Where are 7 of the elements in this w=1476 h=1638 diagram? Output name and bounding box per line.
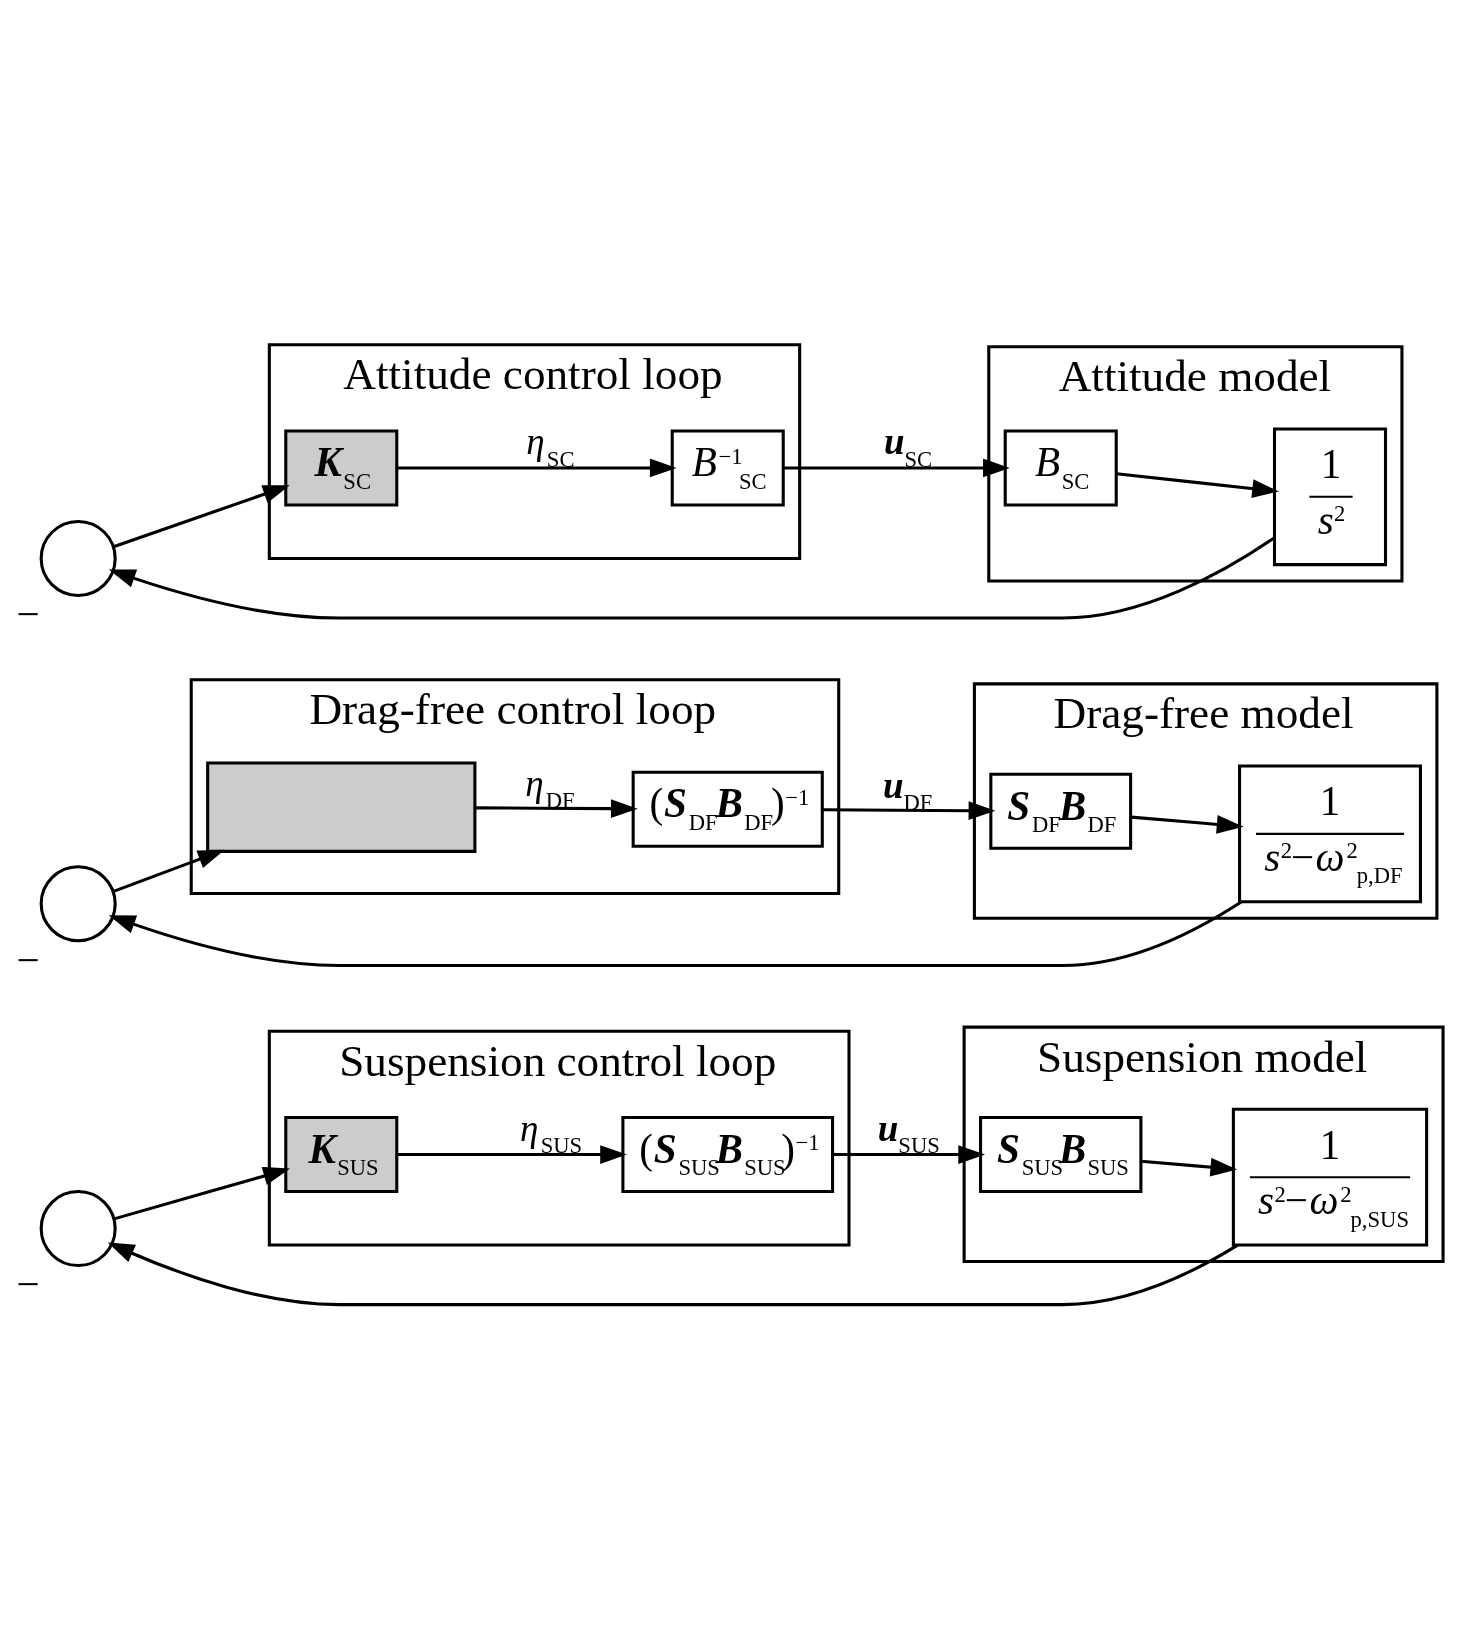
node-label: − <box>16 590 40 637</box>
edge-label: η$_{SC}$ <box>526 420 575 472</box>
node-label: − <box>16 936 40 983</box>
edge-label: u$_{SC}$ <box>883 420 933 472</box>
edge-label: η$_{SUS}$ <box>520 1107 583 1158</box>
edge-label: u$_{SUS}$ <box>877 1107 940 1158</box>
node-label: − <box>16 1260 40 1307</box>
